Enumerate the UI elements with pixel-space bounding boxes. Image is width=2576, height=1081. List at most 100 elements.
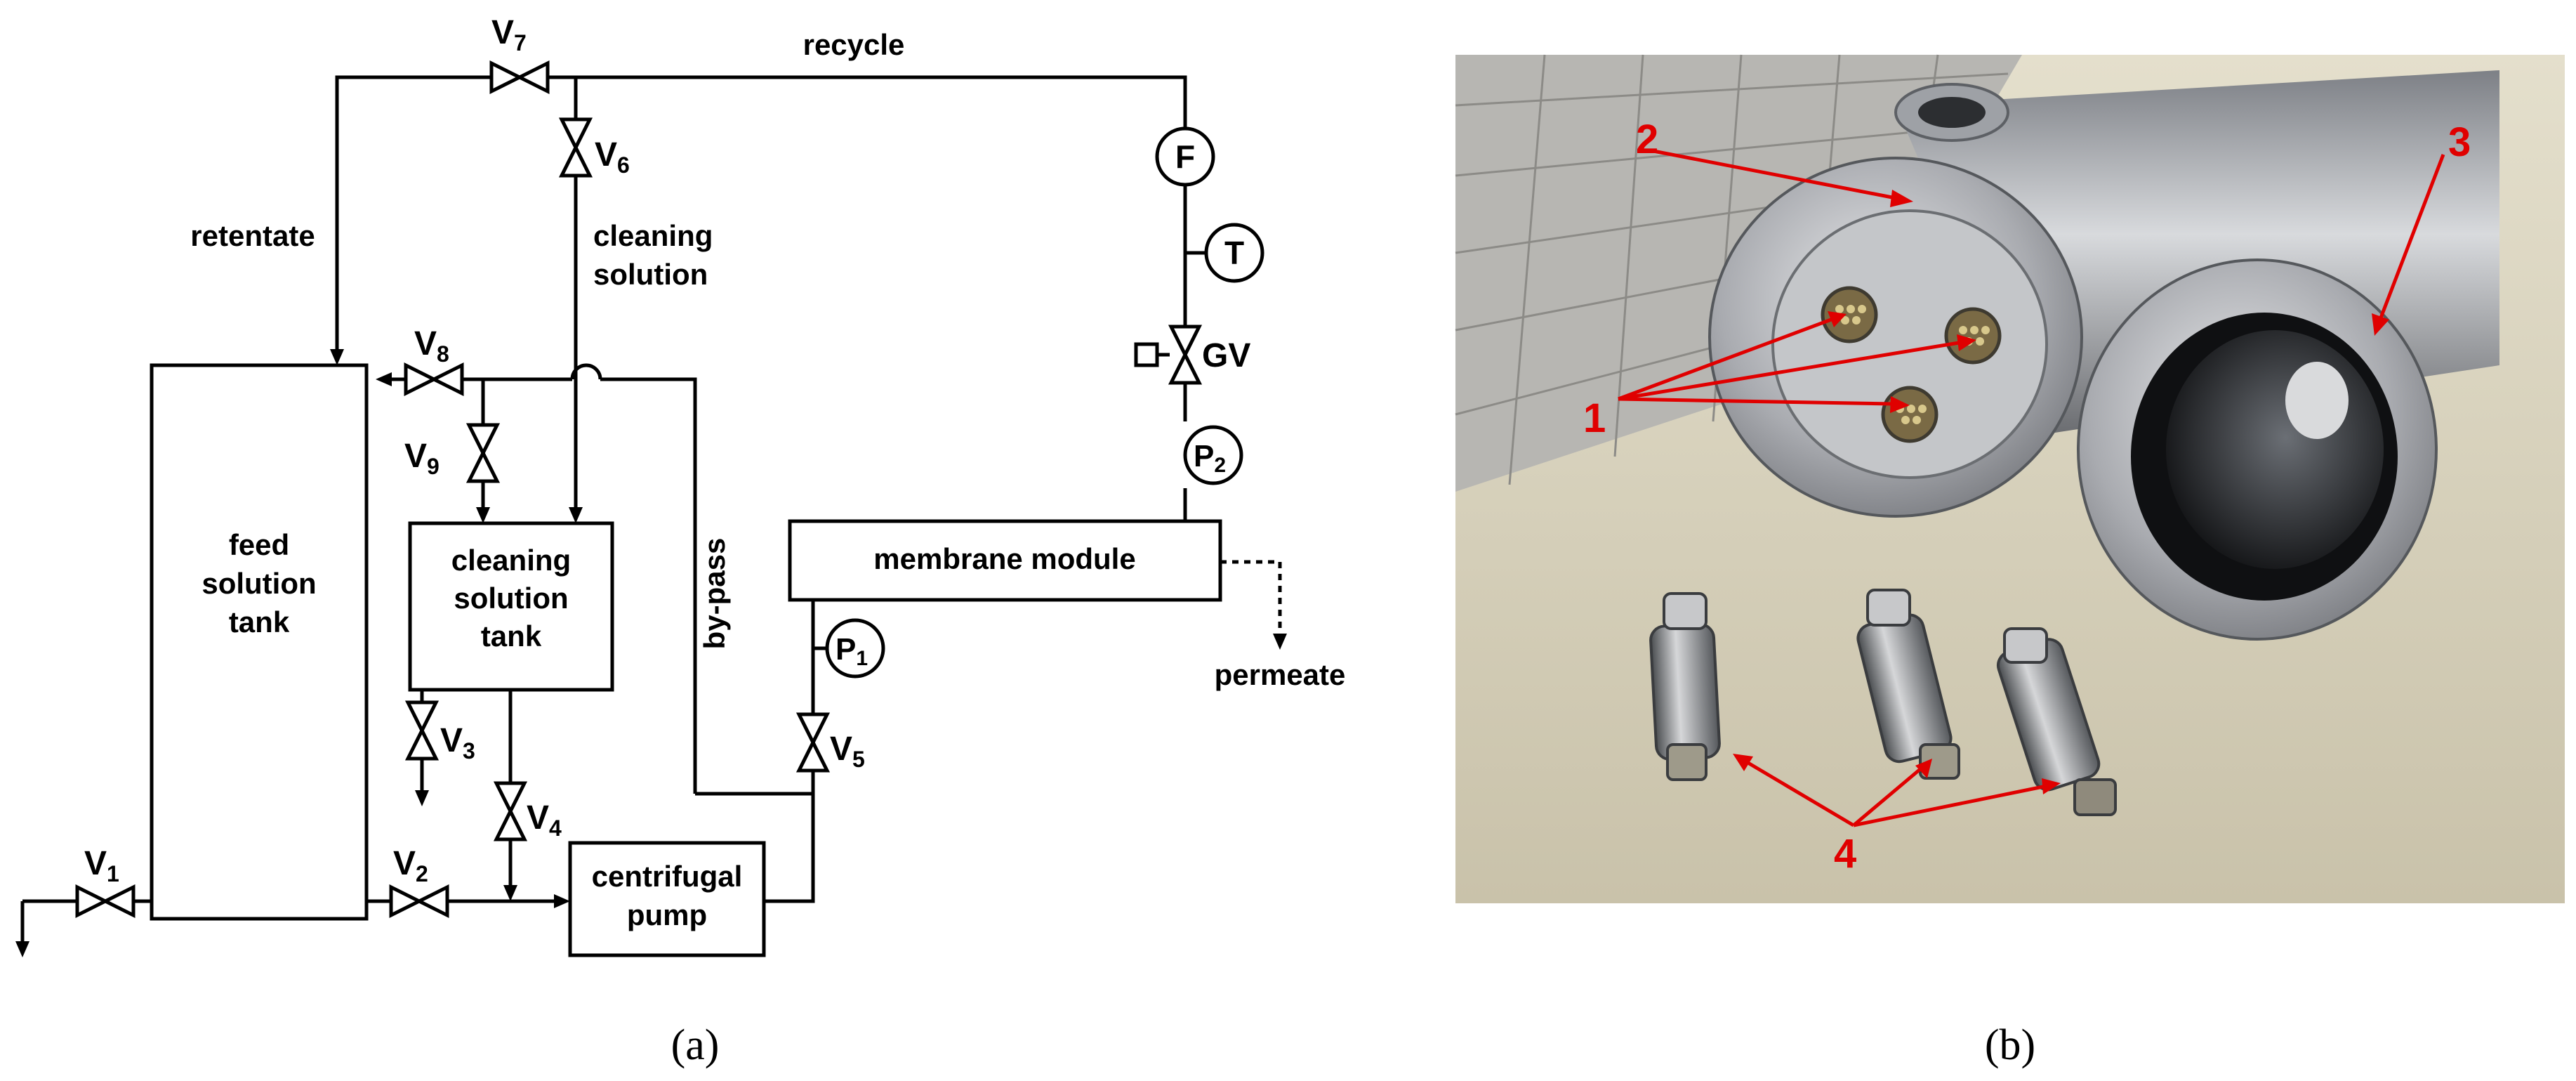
feed-tank-label-1: feed xyxy=(229,528,289,561)
feed-solution-tank xyxy=(150,363,369,921)
valve-v2-right[interactable] xyxy=(415,884,449,919)
temperature-sensor xyxy=(1204,223,1264,283)
callout-3-label: 3 xyxy=(2448,119,2471,165)
valve-v8-right[interactable] xyxy=(430,362,464,397)
flow-meter-label: F xyxy=(1175,138,1195,175)
arrow-v9-cleaning xyxy=(476,507,490,523)
callout-4-arrowhead-a xyxy=(1733,754,1753,771)
retentate-label: retentate xyxy=(190,219,315,252)
valve-v4-top[interactable] xyxy=(493,781,528,815)
valve-v6-label: V6 xyxy=(595,136,630,178)
valve-v6-bottom[interactable] xyxy=(558,143,593,178)
pipe-pump-v5 xyxy=(764,771,815,903)
arrow-into-feed-tank xyxy=(376,372,392,386)
valve-v6-top[interactable] xyxy=(558,117,593,152)
feed-tank-label-3: tank xyxy=(229,605,290,638)
pressure-gauge-p2-label: P2 xyxy=(1194,439,1226,477)
module-photo: 2 3 1 4 xyxy=(1455,54,2565,903)
valve-v4-bottom[interactable] xyxy=(493,807,528,841)
pipe-crossover xyxy=(570,363,602,380)
valve-v1-right[interactable] xyxy=(101,884,136,919)
feed-tank-label-2: solution xyxy=(202,567,316,600)
arrow-into-pump xyxy=(554,894,570,908)
pipe-retentate xyxy=(335,75,491,351)
photo-callouts: 2 3 1 4 xyxy=(1583,117,2471,877)
cleaning-tank-label-3: tank xyxy=(481,620,542,653)
callout-1-label: 1 xyxy=(1583,395,1606,441)
pressure-gauge-p2 xyxy=(1183,425,1243,485)
valve-v8-left[interactable] xyxy=(404,362,438,397)
gv-actuator xyxy=(1134,342,1159,367)
cleaning-tank-label-1: cleaning xyxy=(451,544,571,577)
permeate-label: permeate xyxy=(1215,658,1346,691)
callout-1-arrows xyxy=(1618,317,1960,406)
valve-gv-top[interactable] xyxy=(1168,325,1203,359)
callout-3-arrow xyxy=(2378,154,2445,320)
callout-4-arrowhead-c xyxy=(2042,778,2061,794)
valve-v1-label: V1 xyxy=(84,845,119,886)
cleaning-solution-label-2: solution xyxy=(593,258,708,291)
valve-v3-top[interactable] xyxy=(404,700,440,735)
recycle-label: recycle xyxy=(803,28,905,61)
callout-1-arrowhead-a xyxy=(1828,311,1847,327)
valve-v1-left[interactable] xyxy=(75,884,110,919)
caption-b: (b) xyxy=(1985,1021,2035,1069)
valve-v9-bottom[interactable] xyxy=(465,449,501,483)
valve-v9-label: V9 xyxy=(404,438,440,479)
pipe-permeate xyxy=(1220,560,1282,636)
pump-label-1: centrifugal xyxy=(592,860,743,893)
valve-v9-top[interactable] xyxy=(465,423,501,457)
arrow-cleaning-pump xyxy=(503,885,517,901)
arrow-drain-v3 xyxy=(415,790,429,806)
arrow-permeate xyxy=(1273,634,1287,650)
cleaning-solution-label-1: cleaning xyxy=(593,219,713,252)
temperature-sensor-label: T xyxy=(1224,235,1244,271)
valve-v5-bottom[interactable] xyxy=(795,738,831,773)
valve-gv-bottom[interactable] xyxy=(1168,350,1203,385)
clamp-connectors xyxy=(1649,589,2117,816)
valve-v2-label: V2 xyxy=(393,845,428,886)
valve-v5-label: V5 xyxy=(830,731,865,772)
flow-arrows xyxy=(15,349,1287,957)
valve-gv-label: GV xyxy=(1202,337,1250,374)
valve-v4-label: V4 xyxy=(527,799,562,841)
flange-2 xyxy=(1708,157,2083,518)
callout-1-arrowhead-c xyxy=(1890,396,1910,413)
process-diagram: feed solution tank cleaning solution tan… xyxy=(15,14,1345,957)
callout-4-arrowhead-b xyxy=(1915,759,1932,778)
caption-a: (a) xyxy=(671,1021,720,1069)
flow-meter xyxy=(1155,126,1215,187)
flange-3 xyxy=(2077,258,2438,641)
valve-v7-right[interactable] xyxy=(515,60,550,95)
callout-2-arrow xyxy=(1653,149,1896,200)
cleaning-solution-tank xyxy=(408,521,614,692)
callout-2-label: 2 xyxy=(1636,117,1658,162)
pipe-bypass xyxy=(600,377,697,794)
callout-2-arrowhead xyxy=(1890,190,1913,207)
membrane-module xyxy=(788,519,1222,602)
callout-4-label: 4 xyxy=(1834,831,1856,877)
callout-3-arrowhead xyxy=(2372,313,2389,336)
callout-1-arrowhead-b xyxy=(1957,334,1976,351)
pipe-recycle xyxy=(548,75,1187,129)
piping xyxy=(20,75,1282,945)
valve-v5-top[interactable] xyxy=(795,712,831,747)
membrane-module-label: membrane module xyxy=(873,542,1135,575)
valve-v8-label: V8 xyxy=(414,325,449,367)
arrow-drain-v1 xyxy=(15,941,29,957)
valve-v3-label: V3 xyxy=(440,722,475,764)
valve-v7-label: V7 xyxy=(491,14,527,55)
valve-v3-bottom[interactable] xyxy=(404,726,440,761)
arrow-retentate xyxy=(330,349,344,365)
callout-4-arrows xyxy=(1745,760,2044,827)
centrifugal-pump xyxy=(568,841,766,957)
pump-label-2: pump xyxy=(627,898,707,931)
pressure-gauge-p1 xyxy=(825,618,885,679)
pressure-gauge-p1-label: P1 xyxy=(835,632,868,670)
cleaning-tank-label-2: solution xyxy=(454,582,568,615)
by-pass-label: by-pass xyxy=(698,538,731,650)
arrow-cleaning-solution xyxy=(569,507,583,523)
valve-v7-left[interactable] xyxy=(489,60,524,95)
valve-v2-left[interactable] xyxy=(389,884,423,919)
